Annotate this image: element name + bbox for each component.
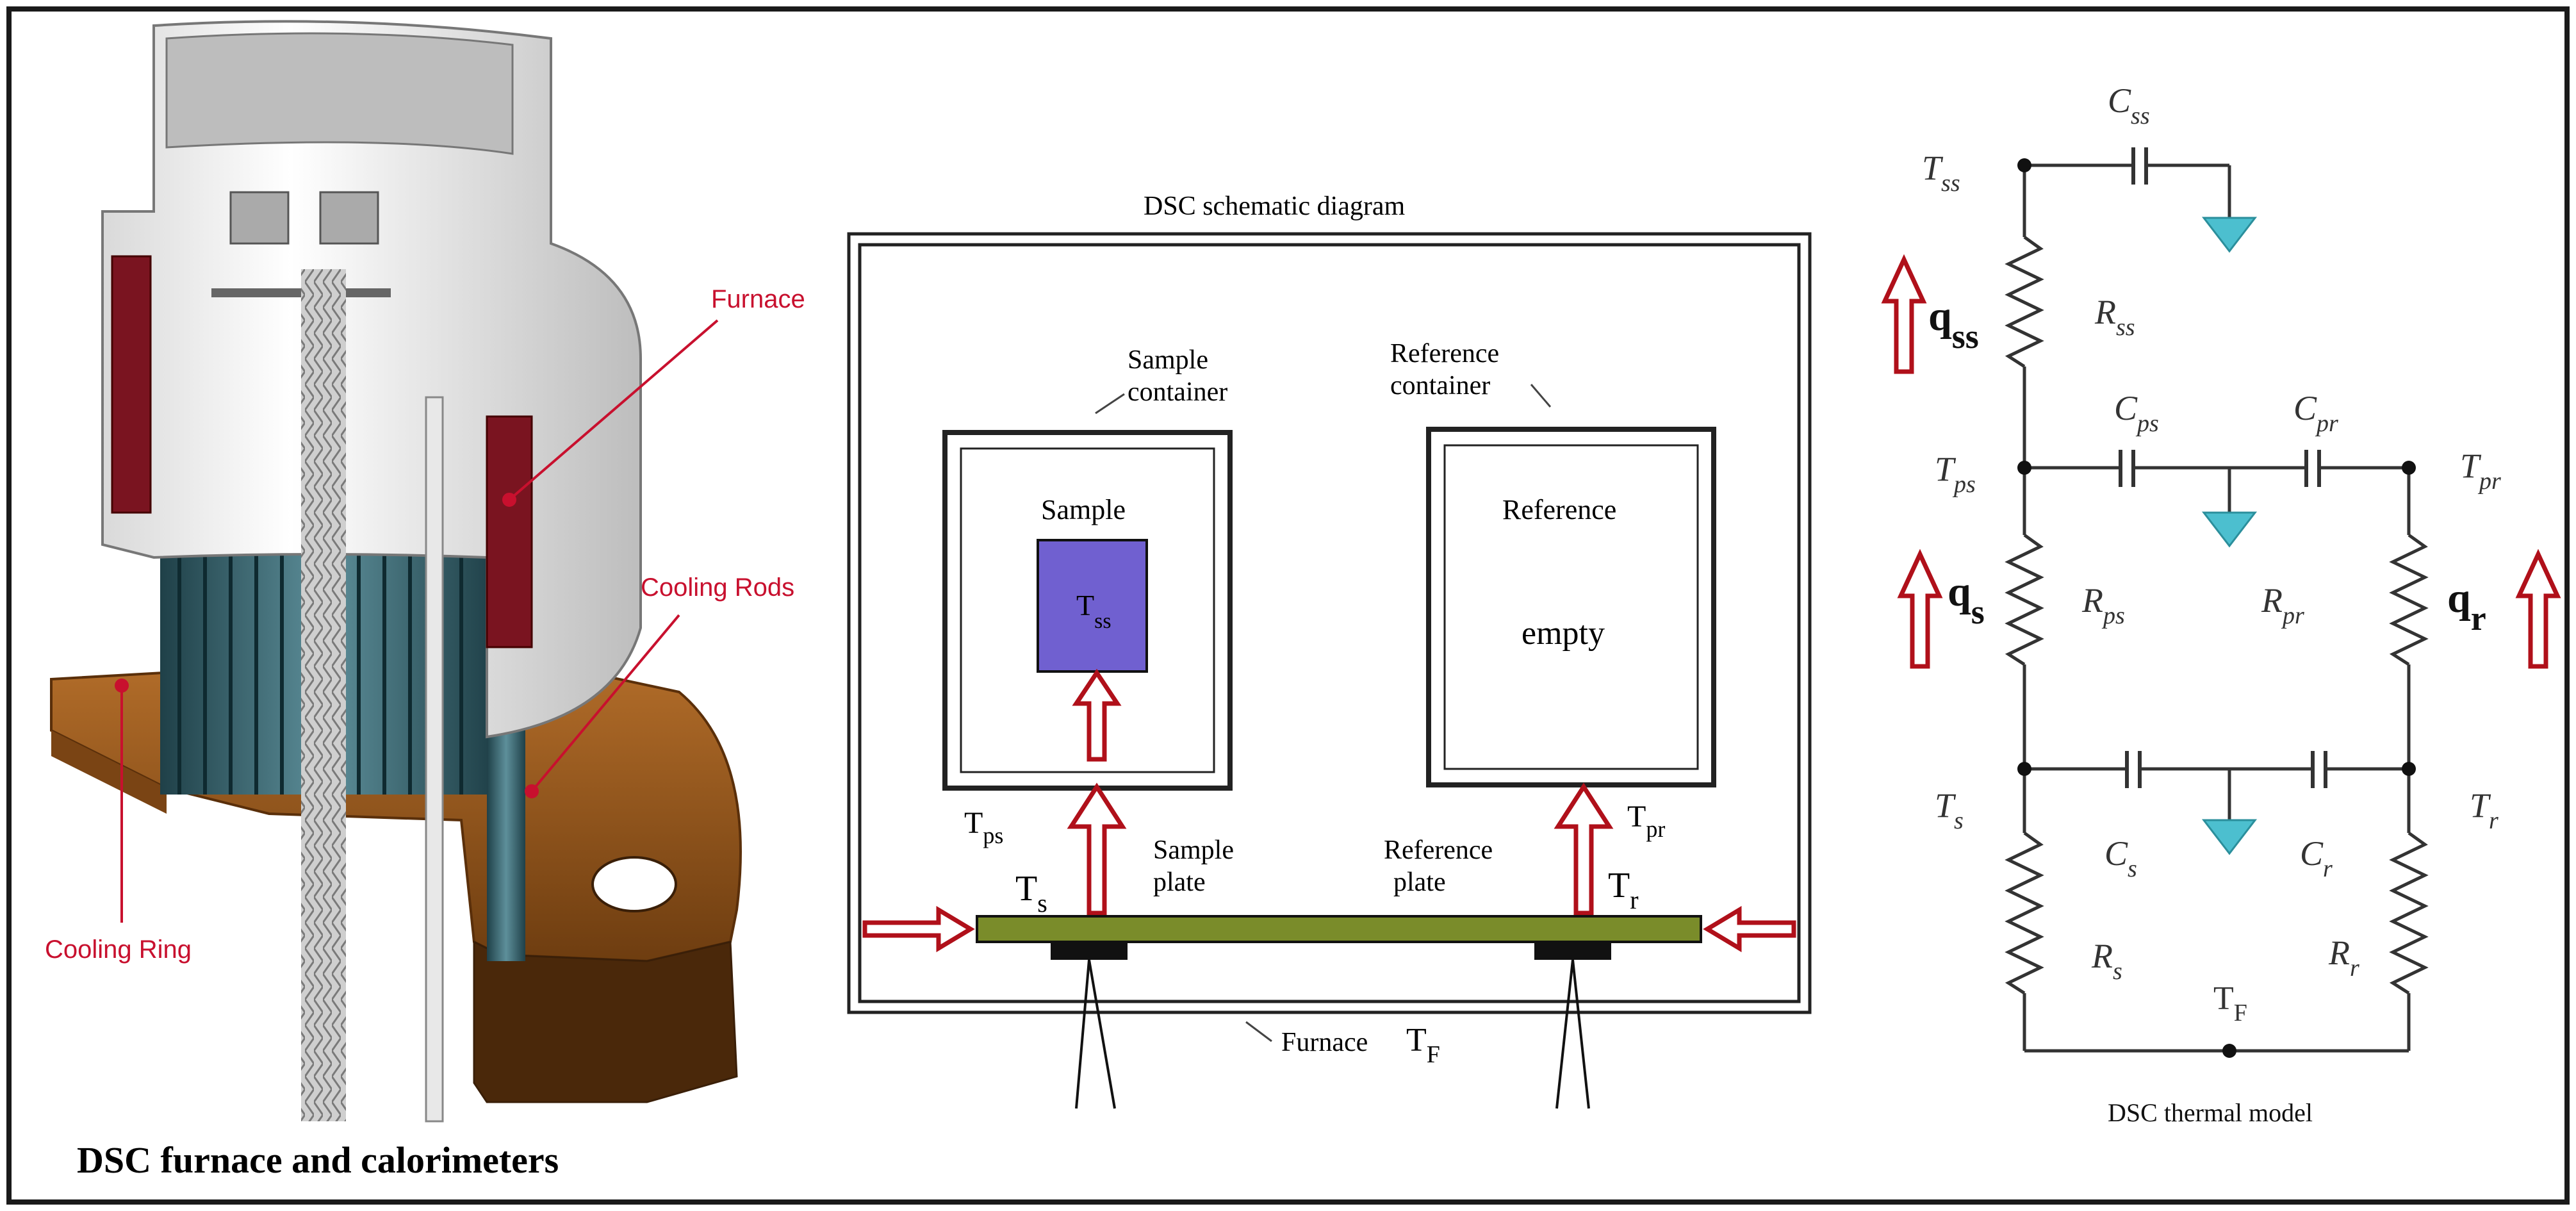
furnace-outer-box — [847, 232, 1812, 1014]
t-s-node-label: Ts — [1935, 786, 1964, 834]
t-pr-node-label: Tpr — [2460, 447, 2501, 495]
sample-thermocouple — [1051, 942, 1128, 960]
t-s-label: Ts — [1015, 869, 1047, 918]
sample-temp-label: Tss — [1076, 589, 1112, 633]
c-ss-label: Css — [2108, 81, 2150, 129]
node-t-r — [2402, 762, 2416, 776]
gas-tube — [425, 396, 444, 1123]
q-ss-label: qss — [1928, 293, 1979, 356]
c-pr-label: Cpr — [2293, 389, 2338, 437]
ground-c-ss — [2201, 217, 2258, 253]
node-t-pr — [2402, 461, 2416, 475]
thermal-model — [2005, 147, 2429, 1053]
cooling-rods-callout: Cooling Rods — [641, 573, 794, 602]
furnace-caption: DSC furnace and calorimeters — [77, 1139, 559, 1181]
reference-plate-label: Reference plate — [1384, 836, 1500, 897]
q-r-arrow — [2515, 548, 2561, 669]
r-ss-label: Rss — [2094, 293, 2135, 341]
t-f-label: TF — [1406, 1022, 1440, 1068]
furnace-inner-box — [858, 243, 1801, 1003]
reference-container-label: Reference container — [1390, 339, 1506, 400]
t-ss-node-label: Tss — [1922, 149, 1960, 197]
r-s-label: Rs — [2091, 937, 2122, 985]
furnace-label-leader — [1245, 1021, 1272, 1042]
c-ps-label: Cps — [2114, 389, 2159, 437]
sensor-block-left — [229, 191, 290, 245]
t-ps-node-label: Tps — [1935, 450, 1976, 498]
thermocouple-wires — [301, 269, 346, 1121]
right-heat-arrow — [1703, 905, 1796, 953]
left-heat-arrow — [862, 905, 975, 953]
q-ss-arrow — [1881, 254, 1927, 374]
reference-container-leader — [1530, 384, 1552, 408]
c-s-label: Cs — [2104, 834, 2137, 882]
cooling-ring-callout: Cooling Ring — [45, 935, 192, 964]
sensor-block-right — [319, 191, 379, 245]
sample-block — [1037, 539, 1148, 673]
reference-thermocouple — [1534, 942, 1611, 960]
thermal-model-caption: DSC thermal model — [2108, 1098, 2313, 1127]
cooling-ring-side — [473, 940, 738, 1103]
sample-container-leader — [1095, 393, 1125, 415]
furnace-heater-right — [486, 415, 533, 648]
sample-label: Sample — [1041, 494, 1126, 525]
reference-empty-label: empty — [1522, 615, 1605, 652]
sample-heat-arrow — [1072, 668, 1122, 762]
reference-plate-heat-arrow — [1554, 782, 1614, 916]
furnace-callout: Furnace — [711, 285, 805, 313]
furnace-label: Furnace — [1281, 1028, 1368, 1057]
reference-container — [1426, 427, 1716, 787]
furnace-top-cavity — [165, 32, 514, 155]
sensor-plate-bar — [976, 915, 1702, 943]
t-r-label: Tr — [1608, 866, 1639, 914]
cooling-ring-front — [51, 730, 167, 814]
sample-plate-label: Sample plate — [1153, 836, 1240, 897]
r-ps-label: Rps — [2081, 581, 2125, 629]
r-r-label: Rr — [2328, 934, 2359, 982]
reference-label: Reference — [1502, 494, 1616, 525]
t-ps-label: Tps — [964, 806, 1003, 848]
ground-c-s-r — [2201, 819, 2258, 855]
node-t-ss — [2017, 158, 2031, 172]
node-t-s — [2017, 762, 2031, 776]
sample-container-label: Sample container — [1128, 345, 1227, 407]
sample-container — [942, 430, 1233, 791]
q-r-label: qr — [2447, 575, 2486, 638]
sample-container-inner — [960, 447, 1215, 773]
reference-container-inner — [1443, 444, 1699, 770]
furnace-illustration: Furnace Cooling Rods Cooling Ring — [45, 20, 805, 1123]
q-s-arrow — [1897, 548, 1943, 669]
cooling-ring-hole — [591, 856, 677, 912]
t-f-node-label: TF — [2213, 980, 2247, 1026]
furnace-heater-left — [111, 255, 152, 514]
r-pr-label: Rpr — [2261, 581, 2304, 629]
sample-plate-heat-arrow — [1067, 782, 1127, 916]
t-r-node-label: Tr — [2470, 786, 2498, 834]
schematic-title: DSC schematic diagram — [1144, 192, 1406, 221]
c-r-label: Cr — [2300, 834, 2333, 882]
schematic-diagram: DSC schematic diagram Sample container S… — [847, 192, 1812, 1109]
q-s-label: qs — [1948, 568, 1985, 631]
node-t-ps — [2017, 461, 2031, 475]
node-t-f — [2222, 1044, 2236, 1058]
t-pr-label: Tpr — [1627, 800, 1665, 842]
ground-c-ps-pr — [2201, 511, 2258, 548]
